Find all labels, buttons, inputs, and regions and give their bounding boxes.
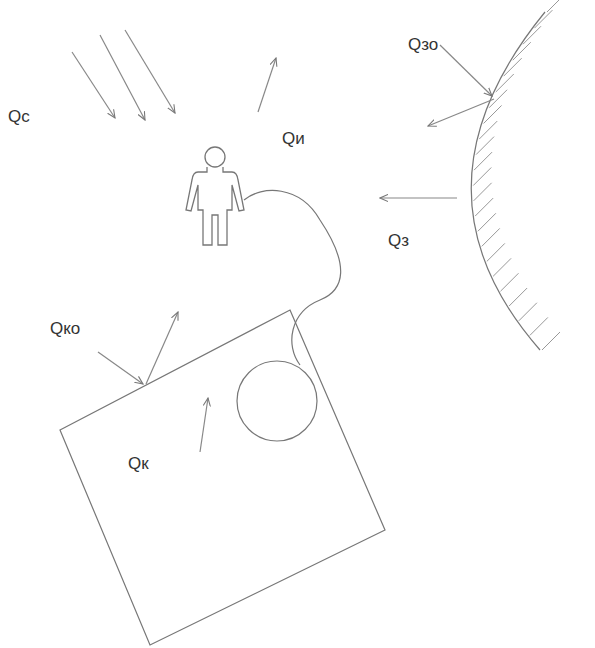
hatch-stroke [473, 168, 491, 186]
hatch-stroke [504, 58, 522, 76]
flux-label: Qко [50, 320, 80, 339]
wall-hatching [473, 0, 565, 350]
device-box [60, 310, 385, 645]
hatch-stroke [496, 74, 514, 92]
sun-ray [100, 35, 145, 120]
cord [244, 190, 341, 365]
flux-label: Qз [388, 232, 409, 251]
hatch-stroke [501, 273, 519, 291]
person-figure [186, 147, 244, 245]
hatch-stroke [474, 183, 492, 201]
hatch-stroke [475, 198, 493, 216]
hatch-stroke [519, 303, 537, 321]
flux-label: Qс [8, 108, 30, 127]
hatch-stroke [542, 332, 560, 350]
hatch-stroke [534, 10, 552, 28]
hatch-stroke [489, 90, 507, 108]
sun-ray [125, 30, 175, 113]
flux-label: Qзо [408, 36, 438, 55]
hatch-stroke [530, 317, 548, 335]
incident-arrow [98, 352, 143, 384]
hatch-stroke [478, 213, 496, 231]
hatch-stroke [484, 105, 502, 123]
emission-arrow [258, 58, 276, 112]
reflected-arrow [146, 312, 178, 384]
hatch-stroke [513, 42, 531, 60]
hatch-stroke [487, 243, 505, 261]
device-circle [237, 361, 317, 441]
hatch-stroke [474, 152, 492, 170]
incident-arrow [440, 45, 492, 96]
hatch-stroke [482, 228, 500, 246]
flux-label: Qк [128, 455, 149, 474]
reflected-arrow [428, 99, 494, 126]
sun-ray [72, 52, 115, 118]
hatch-stroke [523, 26, 541, 44]
hatch-stroke [476, 137, 494, 155]
flux-label: Qи [282, 130, 305, 149]
box-emission-arrow [200, 398, 208, 452]
hatch-stroke [493, 258, 511, 276]
hatch-stroke [509, 288, 527, 306]
wall-emission-arrow [380, 197, 457, 198]
hatch-stroke [479, 121, 497, 139]
hatch-stroke [547, 0, 565, 12]
wall-surface [471, 12, 545, 350]
